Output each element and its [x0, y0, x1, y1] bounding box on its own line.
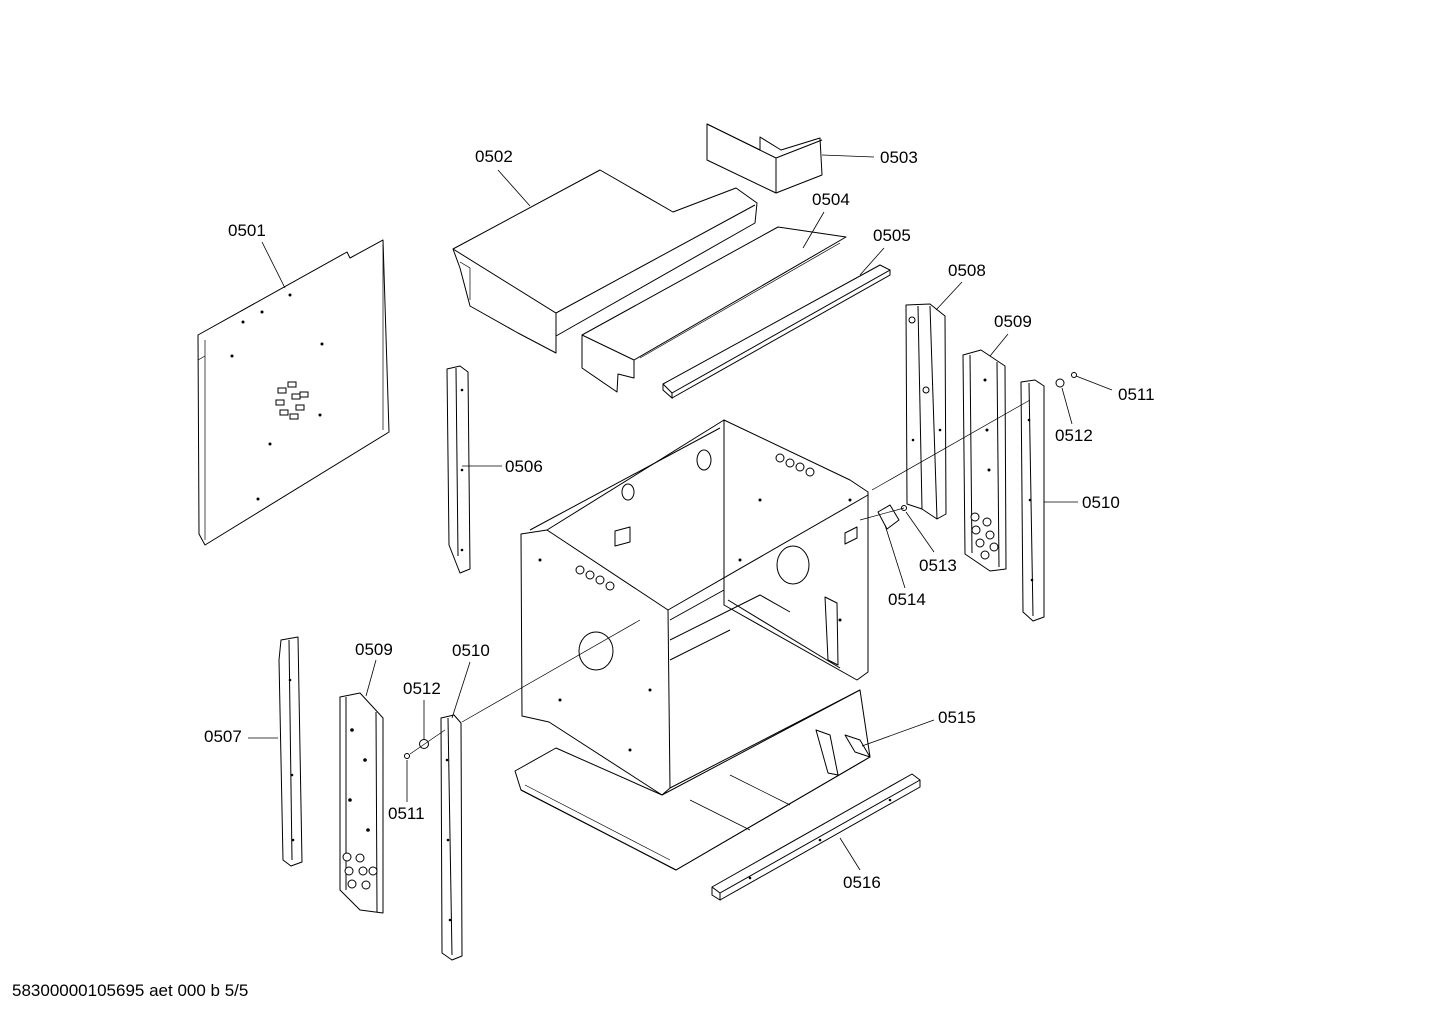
- part-0501-rear-panel: [197, 239, 390, 546]
- part-0516-front-rail: [711, 773, 921, 901]
- callout-0511-right: 0511: [1118, 385, 1155, 404]
- callout-0506: 0506: [505, 457, 543, 476]
- callout-0510-left: 0510: [452, 641, 490, 660]
- main-cavity-housing: [520, 419, 869, 796]
- part-0510-left-rail: [440, 714, 463, 961]
- callout-0509-left: 0509: [355, 640, 393, 659]
- part-0503-bracket: [706, 123, 823, 194]
- callout-0511-left: 0511: [388, 804, 425, 823]
- part-0510-right-rail: [1020, 379, 1045, 622]
- callout-0504: 0504: [812, 190, 850, 209]
- part-0512-right-nut: [1055, 378, 1065, 388]
- part-0504-channel: [581, 226, 847, 393]
- callout-0513: 0513: [919, 556, 957, 575]
- callout-0508: 0508: [948, 261, 986, 280]
- callout-0514: 0514: [888, 590, 926, 609]
- part-0514-small-plate: [877, 504, 900, 530]
- callout-0512-right: 0512: [1055, 426, 1093, 445]
- callout-0516: 0516: [843, 873, 881, 892]
- callout-0509-right: 0509: [994, 312, 1032, 331]
- callout-0501: 0501: [228, 221, 266, 240]
- part-0509-left-side-plate: [339, 692, 384, 914]
- part-0509-right-side-plate: [962, 349, 1007, 572]
- document-footer-code: 58300000105695 aet 000 b 5/5: [12, 981, 249, 1000]
- part-0515-bottom-tray: [514, 689, 871, 871]
- callout-0510-right: 0510: [1082, 493, 1120, 512]
- callout-0507: 0507: [204, 727, 242, 746]
- part-0507-vertical-strip: [278, 636, 303, 867]
- callout-0503: 0503: [880, 148, 918, 167]
- assembly-axis-lines: [409, 399, 1031, 755]
- callout-0512-left: 0512: [403, 679, 441, 698]
- part-0508-vertical-profile: [905, 303, 947, 520]
- part-0505-rail: [662, 264, 891, 400]
- part-0502-top-cover: [452, 169, 758, 354]
- part-0511-left-screw: [404, 753, 410, 759]
- part-0506-vertical-strip: [446, 365, 471, 574]
- part-0511-right-screw: [1071, 372, 1077, 378]
- callout-0502: 0502: [475, 147, 513, 166]
- callout-0505: 0505: [873, 226, 911, 245]
- leader-lines: [248, 154, 1113, 871]
- callout-0515: 0515: [938, 708, 976, 727]
- callout-labels: 0501 0502 0503 0504 0505 0506 0507 0508 …: [204, 147, 1155, 892]
